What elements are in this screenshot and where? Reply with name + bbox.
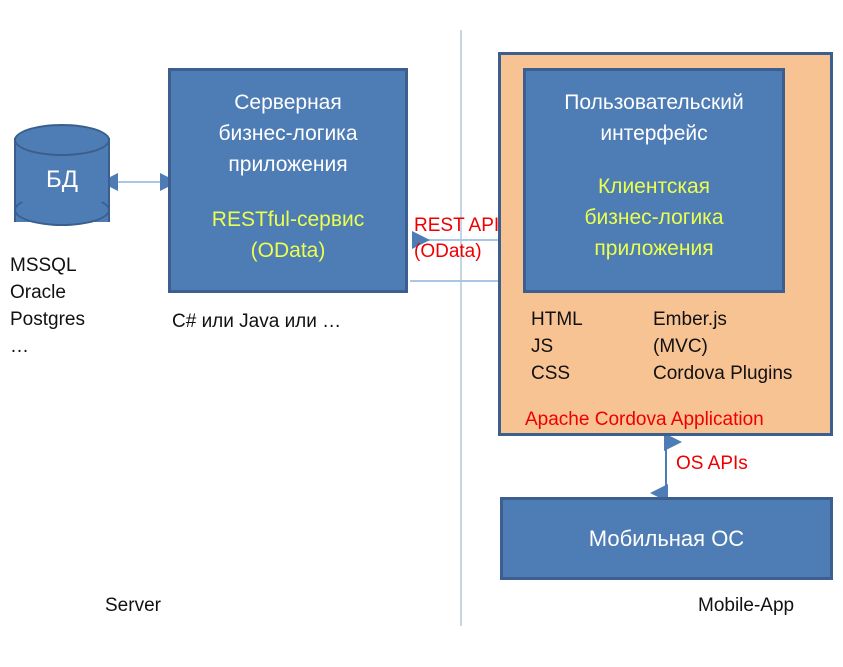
mobile-os-box: Мобильная ОС <box>500 497 833 580</box>
client-tech-list: HTML Ember.js JS (MVC) CSS Cordova Plugi… <box>531 306 831 387</box>
tech-cell: (MVC) <box>653 336 708 357</box>
os-apis-label: OS APIs <box>676 453 748 474</box>
server-service-label: RESTful-сервис (OData) <box>171 204 405 266</box>
cylinder-bottom-ellipse <box>14 194 110 226</box>
server-title-line: приложения <box>228 153 348 176</box>
mobile-os-title: Мобильная ОС <box>588 526 745 551</box>
tech-cell: Cordova Plugins <box>653 363 793 384</box>
server-title-line: бизнес-логика <box>218 122 358 145</box>
server-title-line: Серверная <box>234 91 342 114</box>
rest-api-label: REST API (OData) <box>414 213 524 265</box>
tech-cell: CSS <box>531 363 571 384</box>
user-interface-box: Пользовательский интерфейс Клиентская би… <box>523 68 785 293</box>
tech-cell: Ember.js <box>653 309 727 330</box>
client-logic-line: приложения <box>594 237 714 260</box>
db-tech-item: Postgres <box>10 309 85 330</box>
db-tech-item: … <box>10 336 29 357</box>
ui-title-line: интерфейс <box>600 122 708 145</box>
rest-api-line: REST API <box>414 215 500 236</box>
client-logic-line: Клиентская <box>597 175 711 198</box>
tech-cell: HTML <box>531 309 583 330</box>
cylinder-top-ellipse <box>14 124 110 156</box>
tech-cell: JS <box>531 336 554 357</box>
ui-title-line: Пользовательский <box>564 91 744 114</box>
database-cylinder: БД <box>14 124 110 236</box>
tech-row: HTML Ember.js <box>531 306 831 333</box>
db-tech-item: Oracle <box>10 282 66 303</box>
client-logic-label: Клиентская бизнес-логика приложения <box>526 171 782 264</box>
server-tech-label: C# или Java или … <box>172 311 342 332</box>
tech-row: CSS Cordova Plugins <box>531 360 831 387</box>
server-zone-label: Server <box>105 595 161 616</box>
cordova-application-label: Apache Cordova Application <box>525 409 764 430</box>
mobile-zone-label: Mobile-App <box>698 595 795 616</box>
database-tech-list: MSSQL Oracle Postgres … <box>10 252 160 360</box>
tech-row: JS (MVC) <box>531 333 831 360</box>
database-label: БД <box>45 166 78 193</box>
client-logic-line: бизнес-логика <box>584 206 724 229</box>
server-service-line: RESTful-сервис <box>211 208 365 231</box>
ui-title: Пользовательский интерфейс <box>526 87 782 149</box>
server-title: Серверная бизнес-логика приложения <box>171 87 405 180</box>
zone-divider <box>460 30 462 626</box>
server-business-logic-box: Серверная бизнес-логика приложения RESTf… <box>168 68 408 293</box>
server-service-line: (OData) <box>250 239 326 262</box>
rest-api-line: (OData) <box>414 241 482 262</box>
db-tech-item: MSSQL <box>10 255 77 276</box>
